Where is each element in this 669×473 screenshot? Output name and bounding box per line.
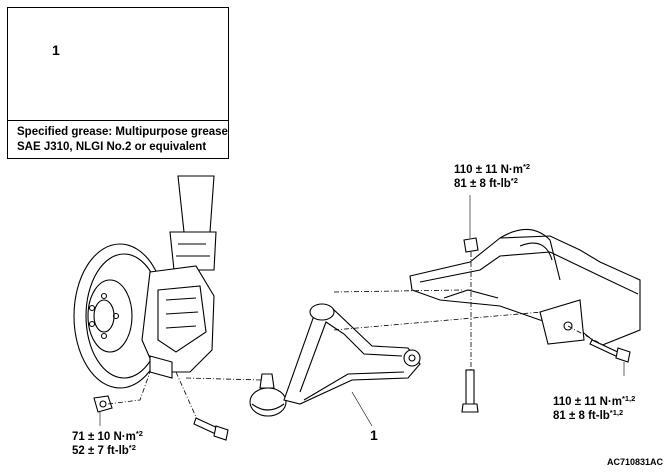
main-callout-leader xyxy=(351,391,373,427)
grease-note-line2: SAE J310, NLGI No.2 or equivalent xyxy=(17,141,207,153)
left-nut xyxy=(93,395,113,413)
top-torque-ftlb-note: *2 xyxy=(510,176,518,185)
lower-arm-callout-number: 1 xyxy=(370,427,378,443)
crossmember xyxy=(409,228,641,347)
right-torque-nm-note: *1,2 xyxy=(621,394,636,403)
vertical-bolt xyxy=(461,369,479,413)
grease-specification: Specified grease: Multipurpose grease SA… xyxy=(17,125,228,155)
right-torque-label: 110 ± 11 N·m*1,2 81 ± 8 ft-lb*1,2 xyxy=(553,395,635,423)
top-torque-label: 110 ± 11 N·m*2 81 ± 8 ft-lb*2 xyxy=(454,163,530,191)
top-torque-ftlb: 81 ± 8 ft-lb xyxy=(454,178,511,190)
ball-joint xyxy=(249,373,287,417)
left-torque-ftlb: 52 ± 7 ft-lb xyxy=(72,445,129,457)
knuckle-caliper xyxy=(141,265,215,379)
inset-divider xyxy=(8,120,228,121)
right-bolt xyxy=(589,339,631,363)
left-torque-label: 71 ± 10 N·m*2 52 ± 7 ft-lb*2 xyxy=(72,430,143,458)
right-torque-ftlb: 81 ± 8 ft-lb xyxy=(553,410,610,422)
right-torque-ftlb-note: *1,2 xyxy=(609,408,624,417)
grease-inset: Specified grease: Multipurpose grease SA… xyxy=(7,7,229,159)
arm-front-mount-line xyxy=(333,289,463,293)
top-torque-nm-note: *2 xyxy=(522,162,531,171)
top-nut xyxy=(463,237,479,253)
lower-arm xyxy=(283,303,421,405)
right-torque-nm: 110 ± 11 N·m xyxy=(553,396,622,408)
top-torque-nm: 110 ± 11 N·m xyxy=(454,164,523,176)
grease-note-line1: Specified grease: Multipurpose grease xyxy=(17,126,228,138)
figure-code: AC710831AC xyxy=(606,457,663,467)
left-torque-ftlb-note: *2 xyxy=(128,443,136,452)
knuckle-bolt xyxy=(193,417,229,441)
left-torque-nm: 71 ± 10 N·m xyxy=(72,431,136,443)
inset-callout-number: 1 xyxy=(52,42,60,58)
ball-joint-line xyxy=(185,377,263,381)
left-nut-line xyxy=(107,371,151,405)
arm-rear-mount-line xyxy=(333,311,543,331)
strut-assembly xyxy=(169,175,217,271)
left-torque-nm-note: *2 xyxy=(135,429,143,438)
